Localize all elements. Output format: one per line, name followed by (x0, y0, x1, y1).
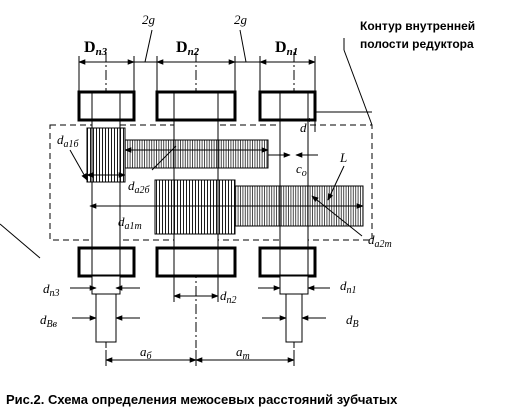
shaft-1-step (279, 275, 309, 295)
shaft-1-body (279, 111, 309, 257)
pinion-fast (86, 127, 126, 183)
label-ab: aб (140, 344, 153, 362)
bearing-2-bottom-ring (173, 247, 219, 277)
label-da2t: da2т (368, 232, 392, 250)
label-c0: cо (296, 161, 307, 179)
label-Dn1: Dп1 (275, 39, 298, 58)
label-gap-right: 2g (234, 12, 248, 27)
label-dp2: dп2 (220, 288, 237, 306)
label-at: aт (236, 344, 250, 362)
label-Dn3: Dп3 (84, 39, 108, 58)
label-L: L (339, 150, 347, 165)
bearing-2-bottom (155, 246, 237, 278)
label-dp1: dп1 (340, 278, 357, 296)
label-da2b: da2б (128, 178, 151, 196)
label-dBv: dВв (40, 312, 58, 330)
gear-fast (124, 139, 269, 169)
bearing-3-top (77, 90, 136, 122)
bearing-2-top (155, 90, 237, 122)
bearing-1-bottom (258, 246, 317, 278)
bearing-1-top (258, 90, 317, 122)
label-da1t: da1т (118, 214, 142, 232)
shaft-3-step (91, 275, 121, 295)
bearing-1-top-ring (279, 91, 309, 121)
label-dB: dВ (346, 312, 359, 330)
bearing-3-bottom (77, 246, 136, 278)
label-dp3: dп3 (43, 281, 60, 299)
bearing-2-top-ring (173, 91, 219, 121)
label-d-star: d* (300, 117, 312, 135)
contour-note-line2: полости редуктора (360, 37, 474, 51)
figure-caption: Рис.2. Схема определения межосевых расст… (6, 392, 398, 407)
contour-note-line1: Контур внутренней (360, 19, 475, 33)
label-da1b: da1б (57, 132, 80, 150)
pinion-slow (154, 179, 236, 235)
label-gap-left: 2g (142, 12, 156, 27)
label-Dn2: Dп2 (176, 39, 200, 58)
bearing-3-top-ring (91, 91, 121, 121)
